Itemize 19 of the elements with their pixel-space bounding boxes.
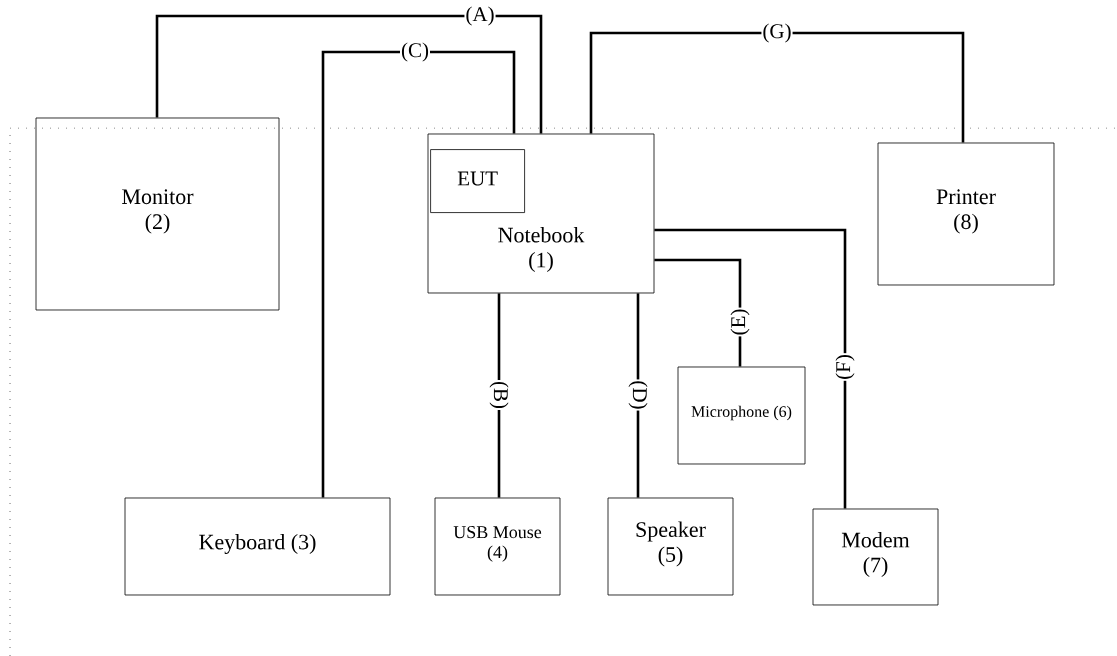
cable-line	[321, 50, 516, 498]
edge-label: (B)	[488, 380, 510, 410]
device-box: Modem (7)	[812, 508, 939, 606]
device-box: Speaker (5)	[607, 497, 734, 596]
device-box: Keyboard (3)	[124, 497, 391, 596]
edge-label: (C)	[400, 41, 430, 63]
edge-label: (F)	[834, 353, 856, 381]
edge-label: (D)	[627, 379, 649, 411]
cable-line	[155, 14, 543, 134]
edge-label: (G)	[761, 22, 793, 44]
device-box: Printer (8)	[877, 142, 1055, 286]
cable-line	[654, 228, 847, 509]
cable-line	[589, 31, 965, 143]
device-box: USB Mouse (4)	[434, 497, 561, 596]
edge-label: (E)	[729, 307, 751, 337]
eut-box: EUT	[430, 149, 525, 213]
device-box: Monitor (2)	[35, 117, 280, 311]
edge-label: (A)	[464, 5, 496, 27]
device-box: Microphone (6)	[677, 366, 806, 465]
